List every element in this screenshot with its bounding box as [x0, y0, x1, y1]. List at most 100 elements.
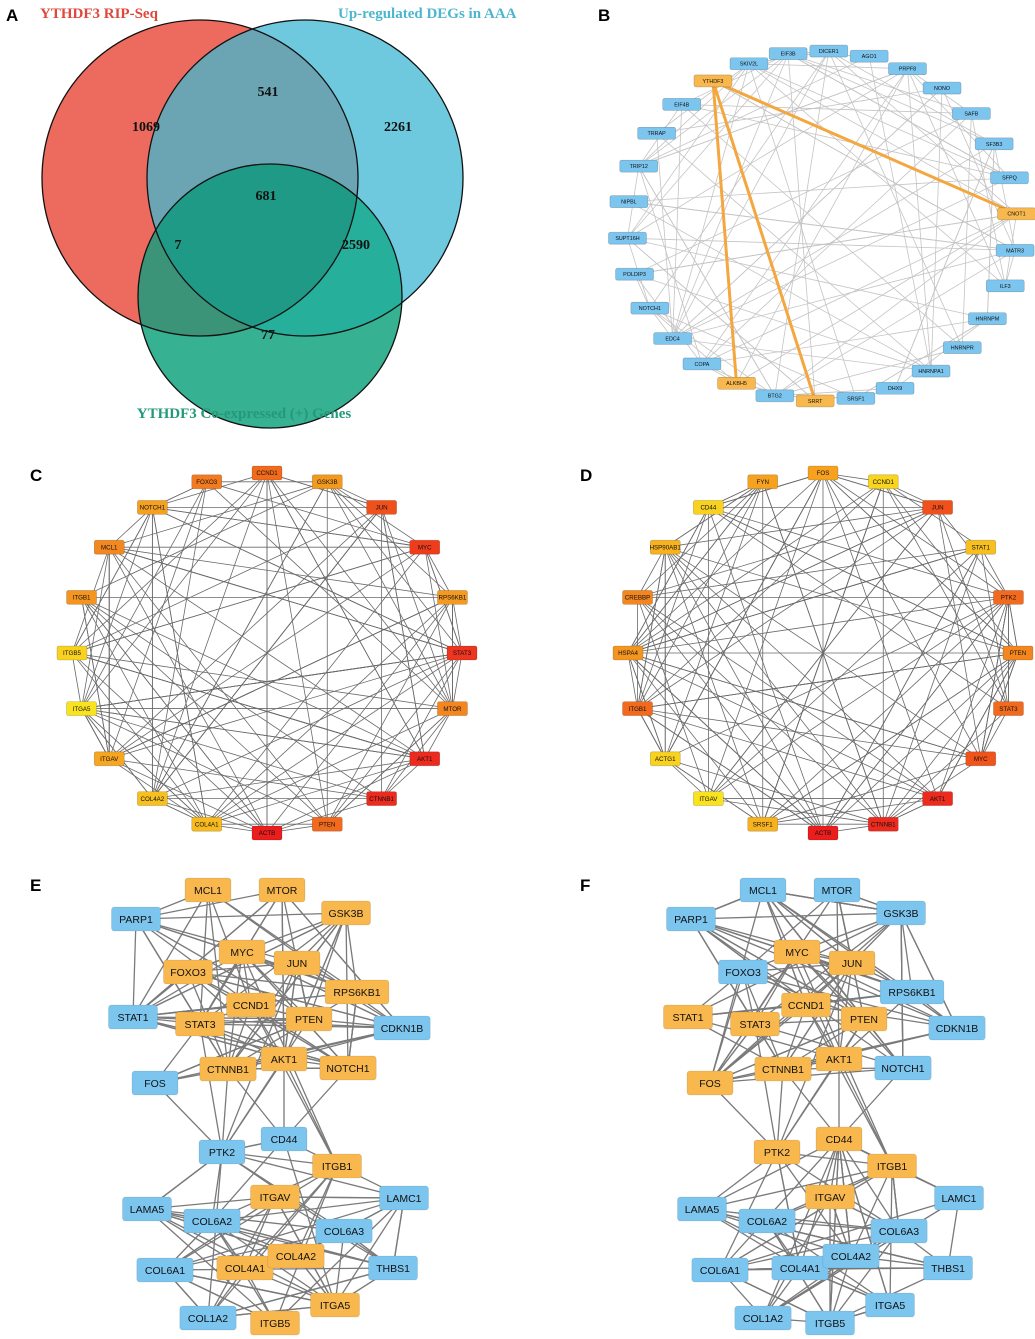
F-edge	[742, 889, 838, 973]
D-node-box	[649, 539, 681, 555]
F-node-box	[730, 1011, 780, 1037]
F-node-label: AKT1	[826, 1054, 852, 1066]
C-edge	[81, 708, 328, 825]
E-node-label: NOTCH1	[326, 1063, 369, 1075]
E-edge	[187, 971, 349, 1069]
B-edge	[961, 113, 972, 348]
B-edge	[634, 273, 932, 372]
B-node-label: DICER1	[819, 49, 839, 55]
D-node-box	[807, 825, 839, 841]
C-node-foxo3: FOXO3	[191, 474, 223, 490]
E-node-myc: MYC	[218, 939, 266, 965]
B-node-srrt: SRRT	[795, 394, 835, 408]
E-edge	[199, 1023, 223, 1153]
F-edge	[762, 889, 913, 993]
E-node-label: MTOR	[267, 885, 298, 897]
C-node-label: GSK3B	[317, 479, 338, 486]
B-edge	[701, 318, 988, 365]
C-edge	[152, 481, 328, 799]
venn-count-a-only: 1069	[132, 120, 160, 135]
B-edge	[681, 104, 972, 114]
D-edge	[708, 597, 1009, 799]
E-node-col4a1: COL4A1	[216, 1255, 274, 1281]
E-node-label: JUN	[287, 958, 307, 970]
C-node-box	[66, 590, 97, 605]
C-node-box	[251, 825, 283, 841]
F-node-label: ITGAV	[815, 1192, 846, 1204]
D-edge	[627, 596, 1009, 654]
E-node-label: CTNNB1	[207, 1064, 249, 1076]
C-node-mcl1: MCL1	[93, 539, 125, 555]
F-node-label: RPS6KB1	[888, 987, 935, 999]
F-node-rps6kb1: RPS6KB1	[879, 979, 945, 1005]
F-node-box	[753, 1139, 801, 1165]
D-edge	[637, 547, 666, 709]
B-node-label: COPA	[695, 362, 710, 368]
C-edge	[206, 481, 425, 548]
F-edge	[805, 1004, 893, 1167]
C-edge	[266, 798, 382, 834]
E-node-label: ITGA5	[320, 1300, 351, 1312]
E-edge	[244, 1165, 338, 1269]
B-node-safb: SAFB	[952, 107, 991, 120]
C-node-actb: ACTB	[251, 825, 283, 841]
F-edge	[690, 918, 958, 1029]
C-node-label: PTEN	[319, 821, 336, 828]
E-node-label: COL6A2	[192, 1216, 232, 1228]
B-node-hnrnpa1: HNRNPA1	[911, 364, 951, 378]
B-node-box	[974, 137, 1014, 151]
F-node-box	[734, 1305, 792, 1331]
D-edge	[637, 546, 981, 598]
B-node-box	[729, 57, 769, 71]
C-edge	[266, 472, 453, 709]
D-node-fyn: FYN	[747, 474, 779, 490]
E-node-label: COL6A1	[145, 1265, 185, 1277]
F-node-cd44: CD44	[815, 1126, 863, 1152]
F-node-foxo3: FOXO3	[718, 959, 768, 985]
F-edge	[776, 1068, 784, 1153]
C-node-col4a2: COL4A2	[137, 791, 168, 806]
B-edge	[634, 113, 972, 275]
B-edge	[628, 177, 1010, 203]
C-node-myc: MYC	[409, 539, 441, 555]
B-node-label: NONO	[934, 86, 950, 92]
F-node-pten: PTEN	[840, 1006, 888, 1032]
C-edge	[71, 507, 153, 654]
C-node-box	[93, 539, 125, 555]
E-node-foxo3: FOXO3	[163, 959, 213, 985]
E-node-label: PTK2	[209, 1147, 235, 1159]
C-edge	[424, 547, 453, 598]
E-node-lamc1: LAMC1	[379, 1185, 429, 1211]
venn-count-b-only: 2261	[384, 120, 412, 135]
B-node-eif3b: EIF3B	[768, 47, 808, 60]
B-node-prpf8: PRPF8	[888, 62, 927, 76]
C-node-col4a1: COL4A1	[191, 816, 223, 832]
F-node-label: PTEN	[850, 1014, 878, 1026]
E-node-label: PTEN	[295, 1014, 323, 1026]
C-node-label: FOXO3	[196, 479, 218, 486]
C-node-box	[311, 816, 343, 832]
F-node-stat3: STAT3	[730, 1011, 780, 1037]
C-edge	[266, 472, 426, 759]
B-node-poldip3: POLDIP3	[615, 267, 654, 281]
E-edge	[164, 1165, 338, 1271]
F-node-itga5: ITGA5	[865, 1292, 915, 1318]
F-node-cdkn1b: CDKN1B	[928, 1015, 986, 1041]
B-edge	[712, 80, 1016, 251]
D-node-itgb1: ITGB1	[622, 701, 653, 716]
C-edge	[81, 481, 208, 709]
C-node-box	[366, 791, 397, 806]
D-edge	[664, 481, 764, 759]
C-edge	[71, 652, 425, 760]
B-node-box	[875, 381, 915, 395]
E-edge	[132, 1016, 285, 1060]
E-node-mcl1: MCL1	[184, 877, 232, 903]
F-node-box	[815, 1046, 863, 1072]
B-edge	[638, 165, 776, 397]
F-node-label: STAT1	[672, 1012, 703, 1024]
F-node-label: CD44	[826, 1134, 853, 1146]
F-edge	[719, 1197, 960, 1271]
E-node-box	[108, 1004, 158, 1030]
E-node-label: LAMA5	[130, 1204, 165, 1216]
E-edge	[283, 1138, 336, 1306]
